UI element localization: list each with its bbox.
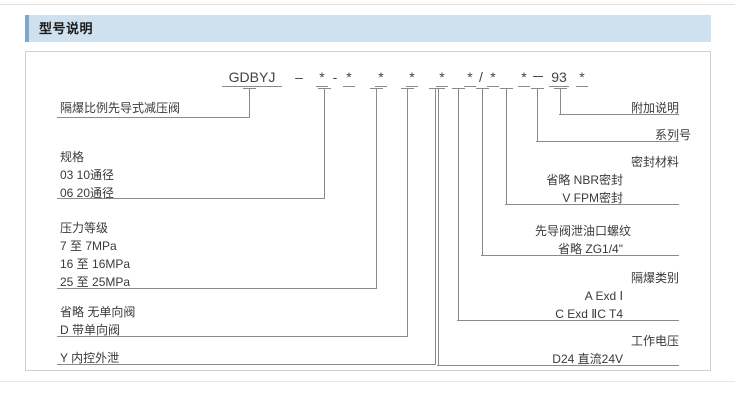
page-title: 型号说明 xyxy=(39,21,94,36)
model-code-token: – xyxy=(295,69,303,85)
callout-text-series-number: 系列号 xyxy=(654,128,691,142)
callout-text-additional-note: 附加说明 xyxy=(630,101,679,115)
leader-drop xyxy=(537,88,538,141)
callout-text-size-spec: 03 10通径 xyxy=(60,168,115,182)
model-code-token: － xyxy=(531,69,545,85)
model-code-token: / xyxy=(479,69,483,85)
callout-text-seal-material: 密封材料 xyxy=(630,155,679,169)
leader-drop xyxy=(376,88,377,288)
leader-drop xyxy=(560,88,561,114)
model-code-token: GDBYJ xyxy=(222,68,282,87)
callout-text-pressure-grade: 7 至 7MPa xyxy=(60,239,117,253)
leader-drop xyxy=(506,88,507,204)
callout-underline xyxy=(57,198,325,199)
section-header: 型号说明 xyxy=(25,15,711,42)
callout-underline xyxy=(57,364,436,365)
leader-drop xyxy=(249,88,250,117)
model-code-token: * xyxy=(316,68,328,87)
bottom-divider xyxy=(0,381,735,382)
callout-text-explosion-proof-class: 隔爆类别 xyxy=(630,271,679,285)
section-accent-bar xyxy=(25,15,29,42)
callout-text-explosion-proof-class: A Exd Ⅰ xyxy=(584,289,623,303)
callout-text-working-voltage: 工作电压 xyxy=(630,334,679,348)
top-divider xyxy=(0,4,735,5)
callout-text-seal-material: V FPM密封 xyxy=(562,191,623,205)
callout-underline xyxy=(57,336,408,337)
callout-underline xyxy=(437,365,679,366)
callout-text-pressure-grade: 25 至 25MPa xyxy=(60,275,131,289)
leader-drop xyxy=(324,88,325,198)
leader-drop xyxy=(438,88,439,365)
model-code-token: * xyxy=(375,68,387,87)
leader-drop xyxy=(435,88,436,364)
callout-text-check-valve: D 带单向阀 xyxy=(60,323,121,337)
model-code-token: * xyxy=(436,68,448,87)
callout-text-pressure-grade: 16 至 16MPa xyxy=(60,257,131,271)
model-code-token: * xyxy=(576,68,588,87)
callout-underline xyxy=(457,320,679,321)
leader-drop xyxy=(407,88,408,336)
callout-text-check-valve: 省略 无单向阀 xyxy=(60,305,136,319)
callout-underline xyxy=(481,255,679,256)
model-code-token: * xyxy=(518,68,530,87)
callout-underline xyxy=(57,117,250,118)
leader-drop xyxy=(458,88,459,320)
leader-drop xyxy=(482,88,483,255)
model-code-token: * xyxy=(464,68,476,87)
model-code-token: * xyxy=(406,68,418,87)
callout-text-pilot-drain-thread: 省略 ZG1/4" xyxy=(558,242,623,256)
callout-text-valve-type: 隔爆比例先导式减压阀 xyxy=(60,101,181,115)
callout-text-size-spec: 规格 xyxy=(60,150,85,164)
callout-text-size-spec: 06 20通径 xyxy=(60,186,115,200)
callout-text-pilot-drain-thread: 先导阀泄油口螺纹 xyxy=(534,224,631,238)
callout-text-working-voltage: D24 直流24V xyxy=(552,352,623,366)
callout-underline xyxy=(559,114,679,115)
callout-text-pressure-grade: 压力等级 xyxy=(60,221,109,235)
callout-text-explosion-proof-class: C Exd ⅡC T4 xyxy=(555,307,623,321)
model-code-token: * xyxy=(487,68,499,87)
model-code-token: * xyxy=(343,68,355,87)
model-code-token: 93 xyxy=(549,68,569,87)
callout-text-seal-material: 省略 NBR密封 xyxy=(546,173,623,187)
callout-underline xyxy=(57,288,377,289)
callout-underline xyxy=(536,141,679,142)
callout-text-internal-control-drain: Y 内控外泄 xyxy=(60,351,120,365)
model-code-token: - xyxy=(332,69,338,85)
diagram-container xyxy=(25,51,711,371)
callout-underline xyxy=(505,204,679,205)
model-code-line: GDBYJ–*-*****/**－93* xyxy=(0,68,735,88)
